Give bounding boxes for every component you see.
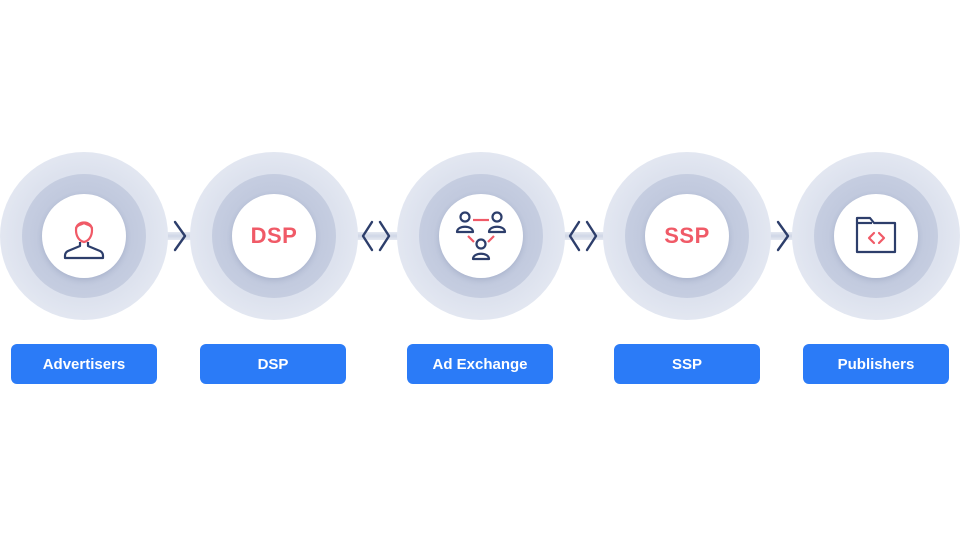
code-folder-icon bbox=[848, 208, 904, 264]
label-dsp: DSP bbox=[200, 344, 346, 384]
chevron-right-icon bbox=[162, 218, 198, 254]
node-center: SSP bbox=[645, 194, 729, 278]
connector-line bbox=[730, 232, 834, 240]
chevrons-left-right-icon bbox=[565, 218, 601, 254]
node-center bbox=[834, 194, 918, 278]
connector-line bbox=[316, 232, 440, 240]
node-center bbox=[439, 194, 523, 278]
node-ssp: SSP bbox=[603, 152, 771, 320]
node-center-text: DSP bbox=[250, 223, 298, 248]
label-ad-exchange: Ad Exchange bbox=[407, 344, 553, 384]
label-ssp: SSP bbox=[614, 344, 760, 384]
label-publishers: Publishers bbox=[803, 344, 949, 384]
chevrons-left-right-icon bbox=[358, 218, 394, 254]
node-ad-exchange bbox=[397, 152, 565, 320]
connector-line bbox=[522, 232, 646, 240]
node-center bbox=[42, 194, 126, 278]
people-network-icon bbox=[451, 206, 511, 266]
node-center: DSP bbox=[232, 194, 316, 278]
node-center-text: SSP bbox=[664, 223, 710, 248]
node-advertisers bbox=[0, 152, 168, 320]
connector-line bbox=[126, 232, 230, 240]
chevron-right-icon bbox=[765, 218, 801, 254]
node-publishers bbox=[792, 152, 960, 320]
node-dsp: DSP bbox=[190, 152, 358, 320]
person-icon bbox=[56, 208, 112, 264]
label-advertisers: Advertisers bbox=[11, 344, 157, 384]
